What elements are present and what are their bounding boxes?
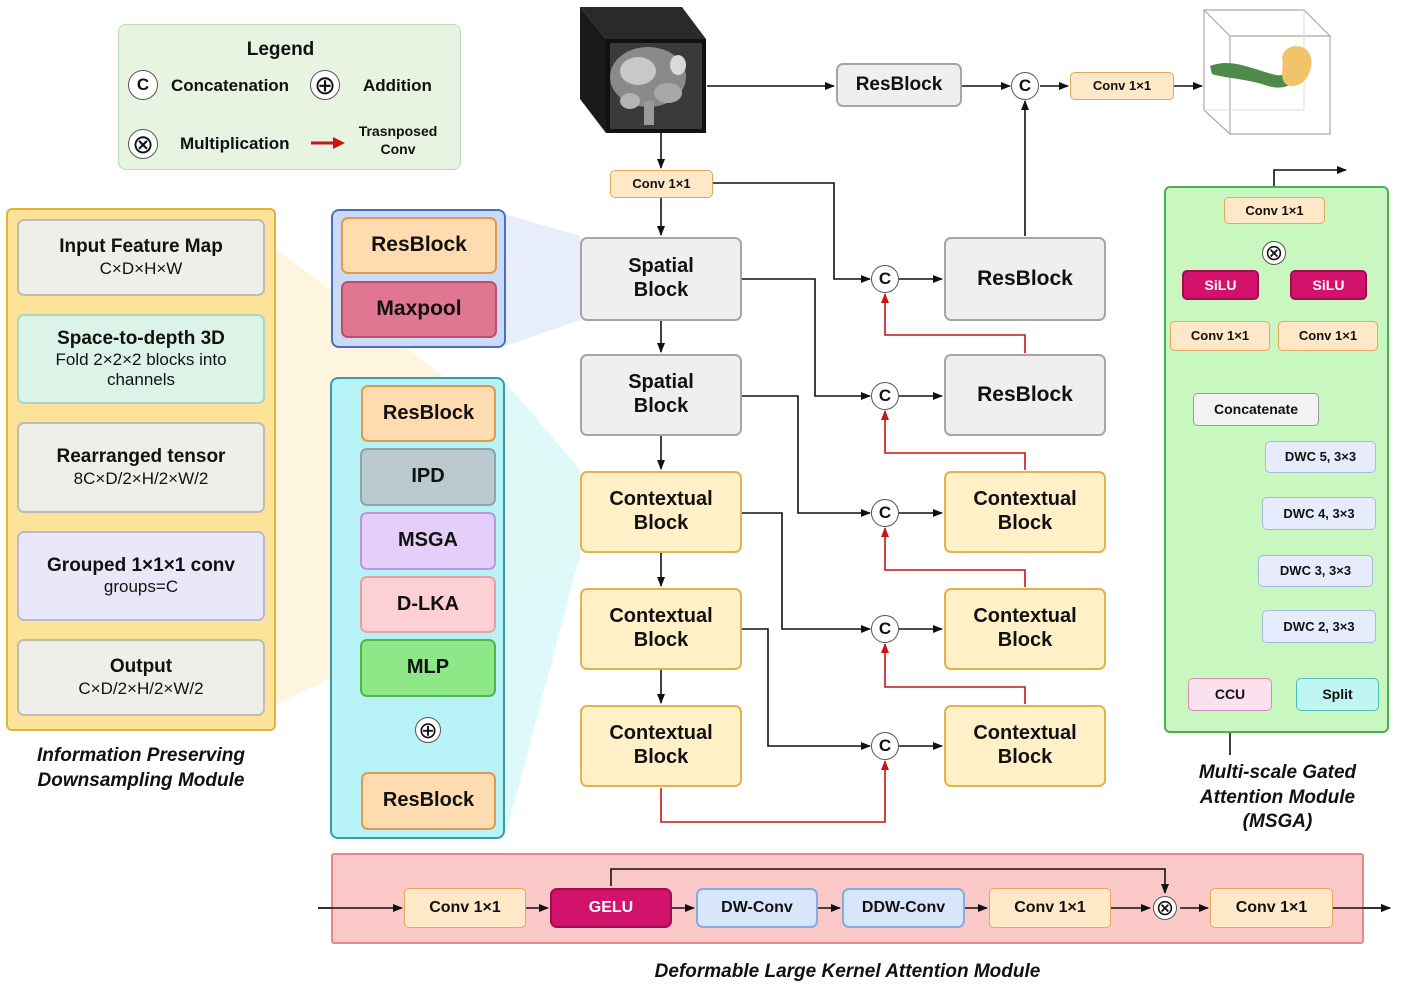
top-concat: C xyxy=(1011,72,1039,100)
msga-dwc-2: DWC 2, 3×3 xyxy=(1262,610,1376,643)
dlka-conv-3: Conv 1×1 xyxy=(1210,888,1333,928)
msga-dwc-3: DWC 3, 3×3 xyxy=(1258,555,1373,587)
concat-icon: C xyxy=(128,70,158,100)
input-ct-volume-image xyxy=(580,7,706,133)
concat-legend-label: Concatenation xyxy=(171,76,290,95)
output-conv: Conv 1×1 xyxy=(1070,72,1174,100)
msga-conv-right: Conv 1×1 xyxy=(1278,321,1378,351)
msga-dwc-4: DWC 4, 3×3 xyxy=(1262,497,1376,530)
contextual-detail-ipd: IPD xyxy=(360,448,496,506)
decoder-resblock-1: ResBlock xyxy=(944,237,1106,321)
concat-2: C xyxy=(871,382,899,410)
msga-silu-left: SiLU xyxy=(1182,270,1259,300)
dlka-multiply: ⊗ xyxy=(1153,895,1177,920)
concat-3: C xyxy=(871,499,899,527)
dlka-conv-1: Conv 1×1 xyxy=(404,888,526,928)
input-conv: Conv 1×1 xyxy=(610,170,713,198)
ipdm-input-step: Input Feature Map C×D×H×W xyxy=(17,219,265,296)
msga-conv-top: Conv 1×1 xyxy=(1224,197,1325,224)
spatial-detail-resblock: ResBlock xyxy=(341,217,497,274)
contextual-zoom-cone xyxy=(505,382,580,838)
concat-5: C xyxy=(871,732,899,760)
concat-4: C xyxy=(871,615,899,643)
red-arrow-icon xyxy=(311,137,345,149)
contextual-detail-out-resblock: ResBlock xyxy=(361,772,496,830)
ipdm-grouped-conv-step: Grouped 1×1×1 conv groups=C xyxy=(17,531,265,621)
msga-conv-left: Conv 1×1 xyxy=(1170,321,1270,351)
spatial-zoom-cone xyxy=(505,214,580,346)
multiplication-legend-label: Multiplication xyxy=(180,134,290,153)
dlka-ddw-conv: DDW-Conv xyxy=(842,888,965,928)
msga-concatenate: Concatenate xyxy=(1193,393,1319,426)
top-resblock: ResBlock xyxy=(836,63,962,107)
output-segmentation-image xyxy=(1202,9,1332,135)
legend-panel: Legend C Concatenation ⊕ Addition ⊗ Mult… xyxy=(118,24,461,170)
dlka-caption: Deformable Large Kernel Attention Module xyxy=(654,961,1041,982)
legend-title: Legend xyxy=(246,39,315,60)
contextual-detail-mlp: MLP xyxy=(360,639,496,697)
msga-ccu: CCU xyxy=(1188,678,1272,711)
spatial-detail-maxpool: Maxpool xyxy=(341,281,497,338)
ipdm-space-to-depth-step: Space-to-depth 3D Fold 2×2×2 blocks into… xyxy=(17,314,265,404)
msga-split: Split xyxy=(1296,678,1379,711)
ipdm-output-step: Output C×D/2×H/2×W/2 xyxy=(17,639,265,716)
contextual-detail-resblock: ResBlock xyxy=(361,385,496,442)
dlka-dw-conv: DW-Conv xyxy=(696,888,818,928)
contextual-detail-dlka: D-LKA xyxy=(360,576,496,633)
addition-icon: ⊕ xyxy=(310,70,340,100)
dlka-conv-2: Conv 1×1 xyxy=(989,888,1111,928)
contextual-detail-addition: ⊕ xyxy=(415,717,441,743)
decoder-resblock-2: ResBlock xyxy=(944,354,1106,436)
addition-legend-label: Addition xyxy=(363,76,432,95)
multiplication-icon: ⊗ xyxy=(128,129,158,159)
ipdm-rearranged-step: Rearranged tensor 8C×D/2×H/2×W/2 xyxy=(17,422,265,513)
dlka-gelu: GELU xyxy=(550,888,672,928)
msga-silu-right: SiLU xyxy=(1290,270,1367,300)
msga-multiply: ⊗ xyxy=(1262,240,1286,265)
msga-dwc-5: DWC 5, 3×3 xyxy=(1265,441,1376,473)
concat-1: C xyxy=(871,265,899,293)
contextual-detail-msga: MSGA xyxy=(360,512,496,570)
